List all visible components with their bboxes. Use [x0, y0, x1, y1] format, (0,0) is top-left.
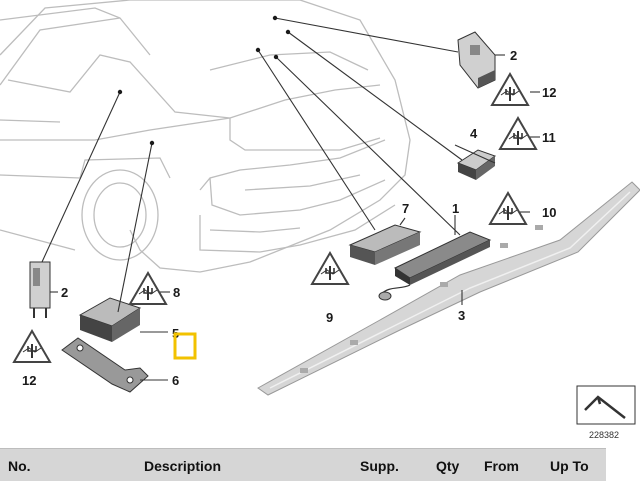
- column-header-up-to: Up To: [550, 458, 589, 474]
- callout-3: 3: [458, 308, 465, 323]
- callout-2: 2: [61, 285, 68, 300]
- callout-9: 9: [326, 310, 333, 325]
- warning-triangle-icon: [129, 272, 167, 305]
- column-header-description: Description: [144, 458, 222, 474]
- callout-12: 12: [542, 85, 556, 100]
- column-header-no: No.: [8, 458, 31, 474]
- callout-12: 12: [22, 373, 36, 388]
- car-outline: [0, 0, 411, 273]
- callout-7: 7: [402, 201, 409, 216]
- column-header-from: From: [484, 458, 519, 474]
- callout-4: 4: [470, 126, 478, 141]
- callout-6: 6: [172, 373, 179, 388]
- highlight-box: [173, 332, 197, 360]
- warning-triangle-icon: [311, 252, 349, 285]
- warning-triangle-icon: [499, 117, 537, 150]
- callout-2: 2: [510, 48, 517, 63]
- column-header-qty: Qty: [436, 458, 460, 474]
- parts-table-header: No. Description Supp. Qty From Up To: [0, 448, 606, 481]
- parts-diagram: 1 2 2 3 4 5 6 7 8 9 10 11 12 12 228382: [0, 0, 640, 440]
- callout-1: 1: [452, 201, 459, 216]
- column-header-supp: Supp.: [360, 458, 399, 474]
- antenna-amplifier: [378, 231, 492, 301]
- control-module-7: [348, 224, 422, 265]
- connector-2-top: [457, 31, 496, 89]
- callout-8: 8: [173, 285, 180, 300]
- connector-2-left: [29, 261, 51, 318]
- arrow-return-icon: [576, 385, 636, 425]
- catalog-number: 228382: [589, 430, 619, 440]
- warning-triangle-icon: [491, 73, 529, 106]
- callout-11: 11: [542, 130, 556, 145]
- warning-triangle-icon: [489, 192, 527, 225]
- bracket-6: [61, 337, 149, 393]
- control-module-4: [456, 149, 497, 180]
- leader-lines: [41, 17, 540, 381]
- trim-strip: [257, 181, 640, 396]
- warning-triangle-icon: [13, 330, 51, 363]
- leader-dots: [117, 15, 291, 146]
- control-module-5: [78, 297, 142, 342]
- callout-10: 10: [542, 205, 556, 220]
